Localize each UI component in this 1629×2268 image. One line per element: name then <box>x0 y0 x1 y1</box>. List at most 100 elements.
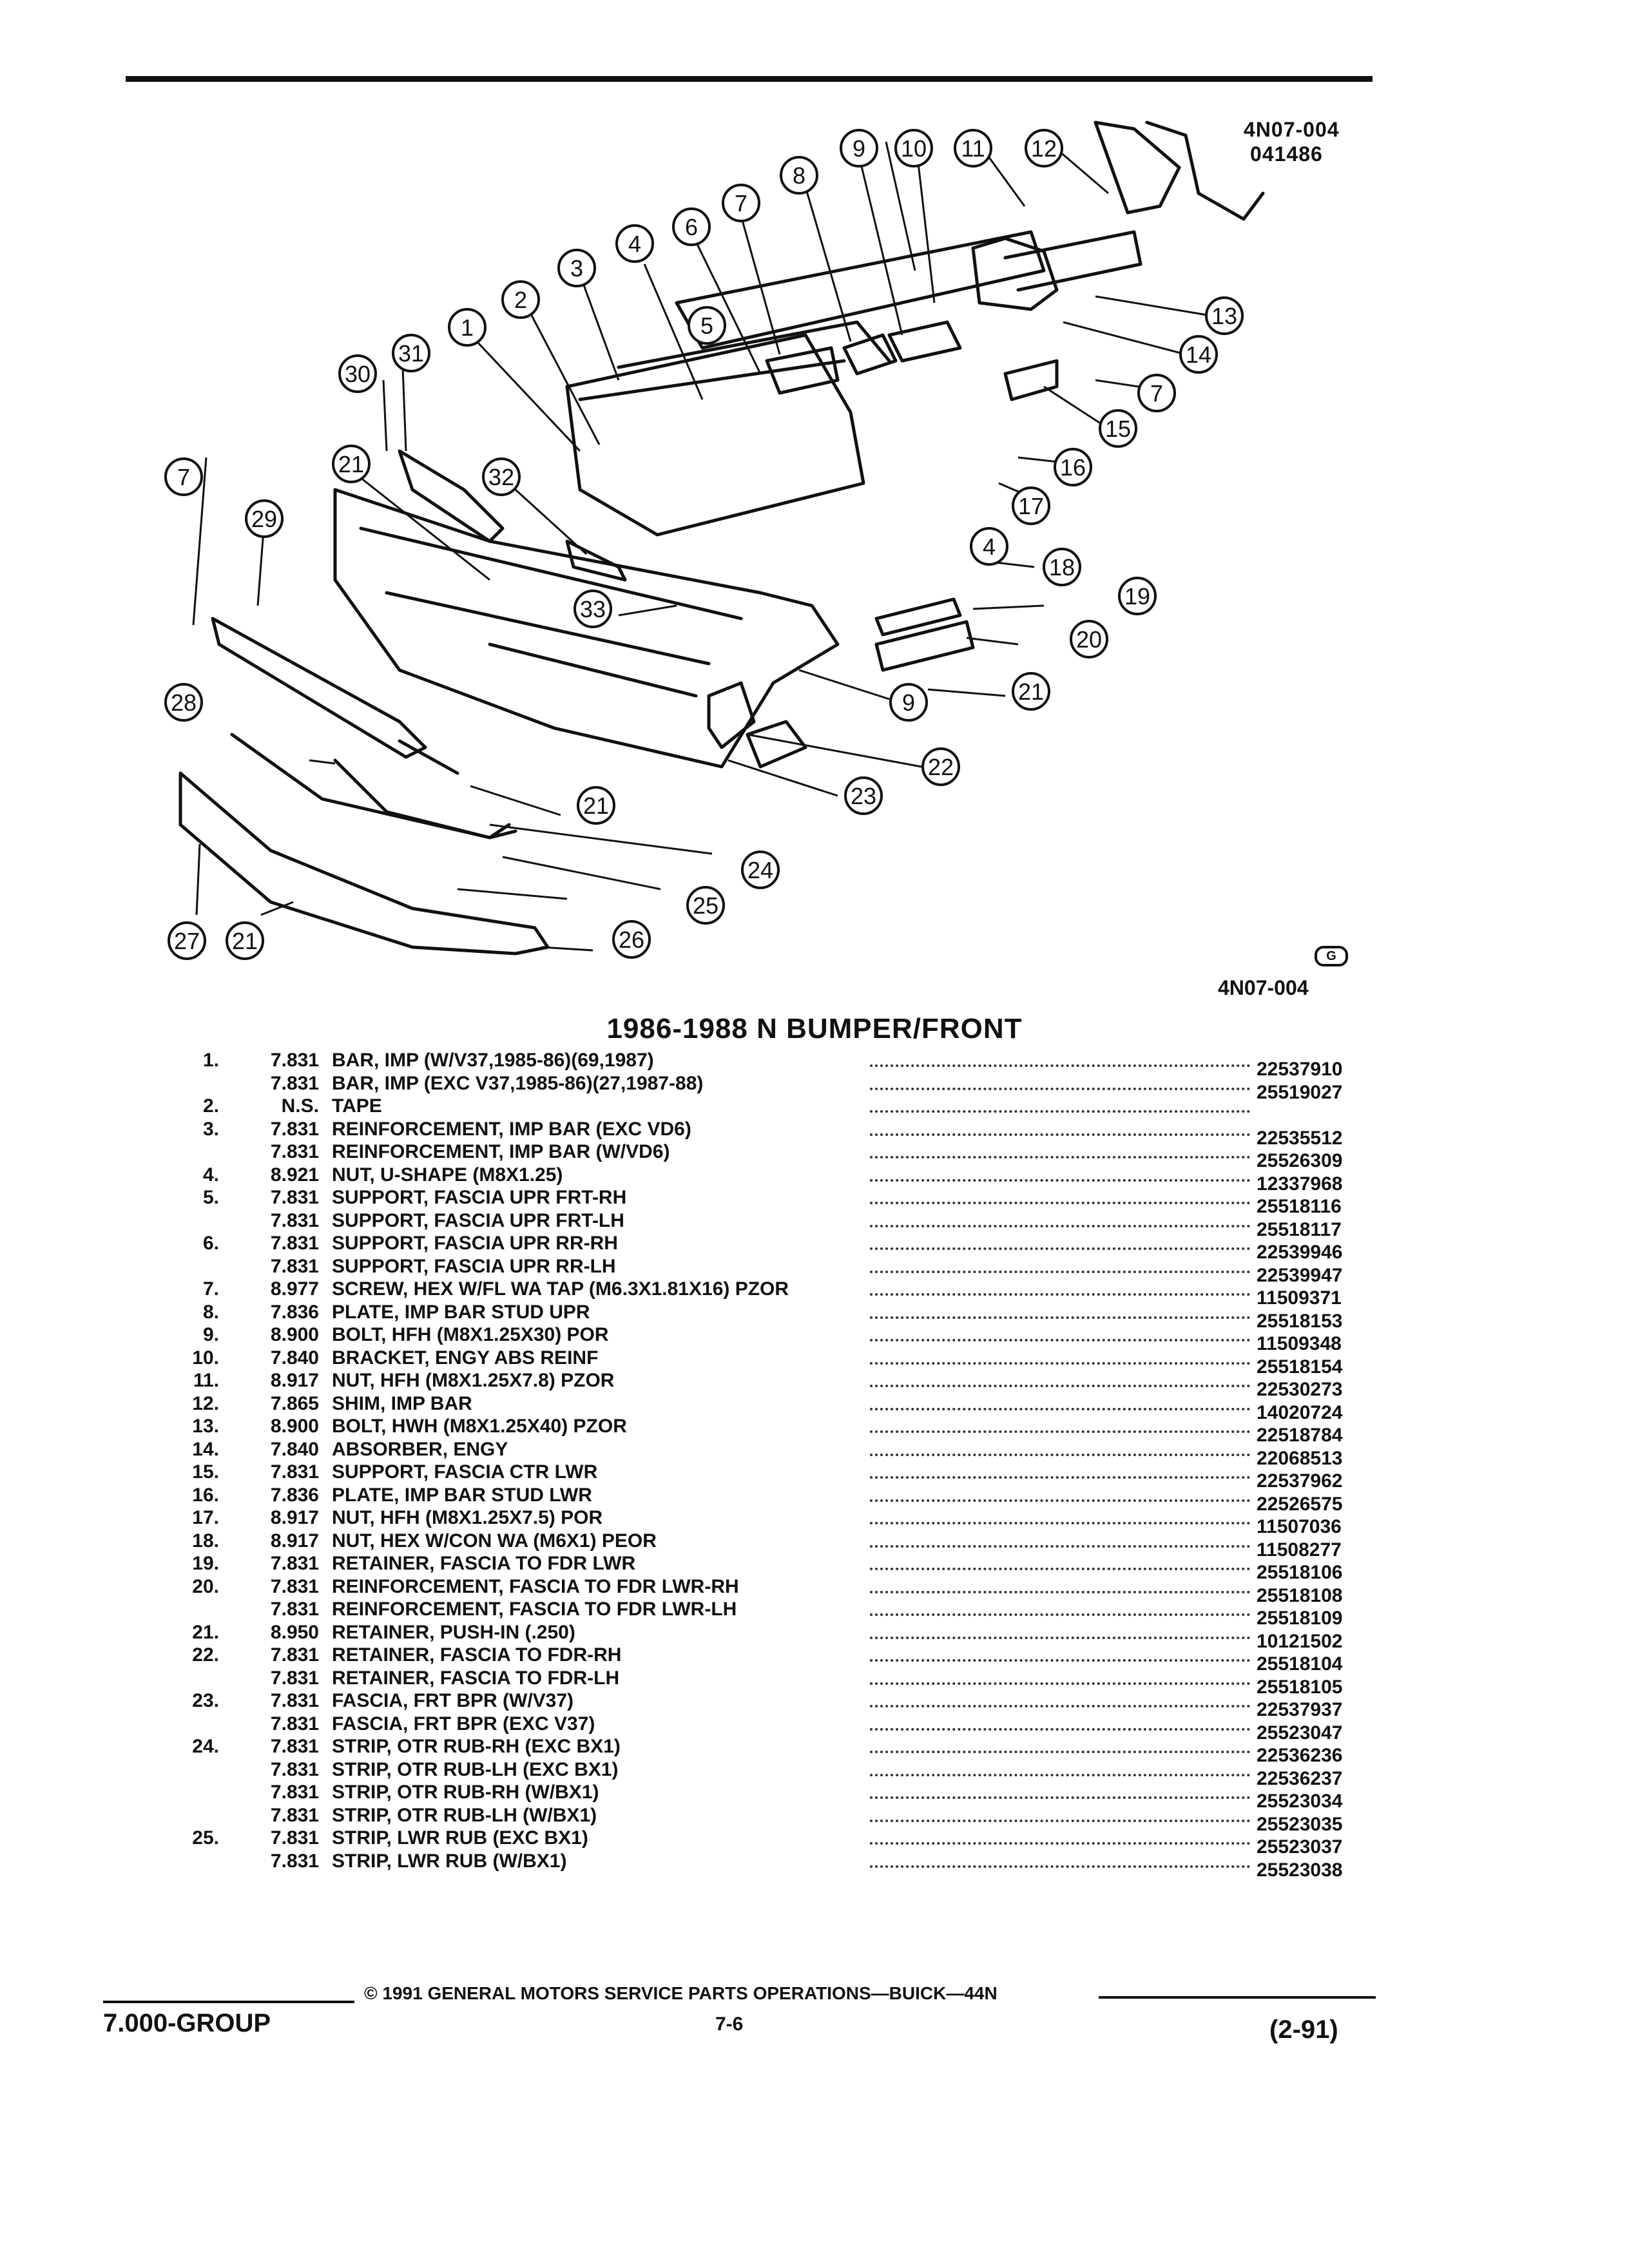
item-number: 19. <box>192 1553 219 1574</box>
part-name: STRIP <box>332 1827 387 1849</box>
part-description: BRACKET, ENGY ABS REINF <box>332 1347 598 1369</box>
group-code: 7.840 <box>270 1438 319 1460</box>
svg-text:15: 15 <box>1105 416 1131 442</box>
svg-text:6: 6 <box>685 214 698 240</box>
part-name: ABSORBER <box>332 1438 443 1460</box>
item-number: 23. <box>192 1690 219 1711</box>
dot-leader <box>870 1361 1250 1365</box>
svg-text:3: 3 <box>570 255 583 282</box>
dot-leader <box>870 1682 1250 1685</box>
dot-leader <box>870 1202 1250 1204</box>
group-code: 7.831 <box>270 1713 319 1735</box>
svg-text:21: 21 <box>232 928 258 954</box>
part-description: STRIP, OTR RUB-RH (W/BX1) <box>332 1781 599 1803</box>
callout-30: 30 <box>338 354 377 393</box>
dot-leader <box>870 1590 1250 1593</box>
part-description: FASCIA, FRT BPR (EXC V37) <box>332 1713 595 1735</box>
part-detail: , HFH (M8X1.25X30) POR <box>381 1324 609 1345</box>
part-name: RETAINER <box>332 1553 430 1574</box>
part-description: BAR, IMP (EXC V37,1985-86)(27,1987-88) <box>332 1072 703 1095</box>
part-description: STRIP, LWR RUB (W/BX1) <box>332 1850 566 1872</box>
dot-leader <box>870 1705 1250 1707</box>
parts-row: 2.N.S.TAPE <box>168 1095 1379 1118</box>
part-detail: , HWH (M8X1.25X40) PZOR <box>381 1416 627 1437</box>
part-name: RETAINER <box>332 1644 430 1666</box>
part-description: SUPPORT, FASCIA UPR FRT-RH <box>332 1186 626 1209</box>
dot-leader <box>870 1842 1250 1845</box>
part-description: NUT, HFH (M8X1.25X7.5) POR <box>332 1506 602 1529</box>
dot-leader <box>870 1339 1250 1341</box>
part-number: 25518153 <box>1257 1310 1343 1332</box>
dot-leader <box>870 1453 1250 1456</box>
part-number: 25518106 <box>1257 1562 1343 1583</box>
item-number: 7. <box>202 1278 219 1300</box>
part-number: 25519027 <box>1257 1081 1343 1103</box>
part-name: PLATE <box>332 1484 394 1506</box>
item-number: 2. <box>202 1095 219 1117</box>
item-number: 13. <box>192 1416 219 1437</box>
part-number: 25523034 <box>1257 1791 1343 1812</box>
part-detail: , U-SHAPE (M8X1.25) <box>369 1164 563 1186</box>
group-code: 8.900 <box>270 1324 319 1345</box>
group-code: 7.840 <box>270 1347 319 1369</box>
part-number: 22536237 <box>1257 1767 1343 1789</box>
dot-leader <box>870 1430 1250 1433</box>
group-code: 8.921 <box>270 1164 319 1186</box>
part-description: PLATE, IMP BAR STUD UPR <box>332 1301 590 1323</box>
dot-leader <box>870 1751 1250 1753</box>
item-number: 18. <box>192 1530 219 1552</box>
part-name: BAR <box>332 1050 374 1071</box>
part-name: SUPPORT <box>332 1255 423 1277</box>
svg-text:13: 13 <box>1211 303 1237 329</box>
footer-date: (2-91) <box>1269 2015 1338 2044</box>
part-detail: , FRT BPR (W/V37) <box>403 1690 574 1711</box>
svg-text:21: 21 <box>1018 678 1044 705</box>
part-detail: , IMP (EXC V37,1985-86)(27,1987-88) <box>374 1072 704 1094</box>
footer-rule-right <box>1099 1996 1376 1999</box>
part-detail: , IMP BAR <box>380 1392 472 1414</box>
part-number: 22537962 <box>1257 1470 1343 1492</box>
rub-strip-lower <box>178 771 550 956</box>
group-code: 7.831 <box>270 1599 319 1620</box>
svg-text:9: 9 <box>902 689 915 716</box>
svg-text:31: 31 <box>398 340 424 367</box>
part-number: 25526309 <box>1257 1150 1343 1171</box>
svg-text:7: 7 <box>1150 380 1163 407</box>
svg-text:23: 23 <box>851 783 876 809</box>
part-name: REINFORCEMENT <box>332 1599 499 1620</box>
part-description: SUPPORT, FASCIA UPR RR-RH <box>332 1232 618 1254</box>
svg-text:30: 30 <box>345 361 371 387</box>
group-code: 7.831 <box>270 1141 319 1162</box>
part-number: 25518104 <box>1257 1653 1343 1675</box>
svg-text:26: 26 <box>619 927 644 953</box>
impact-bar <box>565 333 865 537</box>
callout-31: 31 <box>392 334 430 372</box>
part-description: FASCIA, FRT BPR (W/V37) <box>332 1689 574 1712</box>
svg-text:12: 12 <box>1031 135 1057 162</box>
dot-leader <box>870 1407 1250 1410</box>
dot-leader <box>870 1865 1250 1868</box>
part-number: 25523047 <box>1257 1722 1343 1744</box>
parts-row: 7.831 REINFORCEMENT, IMP BAR (W/VD6) 25526… <box>168 1140 1379 1171</box>
part-description: REINFORCEMENT, FASCIA TO FDR LWR-RH <box>332 1575 739 1598</box>
part-name: FASCIA <box>332 1713 403 1735</box>
item-number: 6. <box>202 1233 219 1254</box>
item-number: 22. <box>192 1644 219 1666</box>
part-description: REINFORCEMENT, IMP BAR (W/VD6) <box>332 1140 670 1163</box>
part-description: RETAINER, FASCIA TO FDR-LH <box>332 1667 619 1689</box>
svg-text:11: 11 <box>961 135 985 162</box>
svg-text:19: 19 <box>1124 583 1150 610</box>
part-name: BAR <box>332 1072 374 1094</box>
